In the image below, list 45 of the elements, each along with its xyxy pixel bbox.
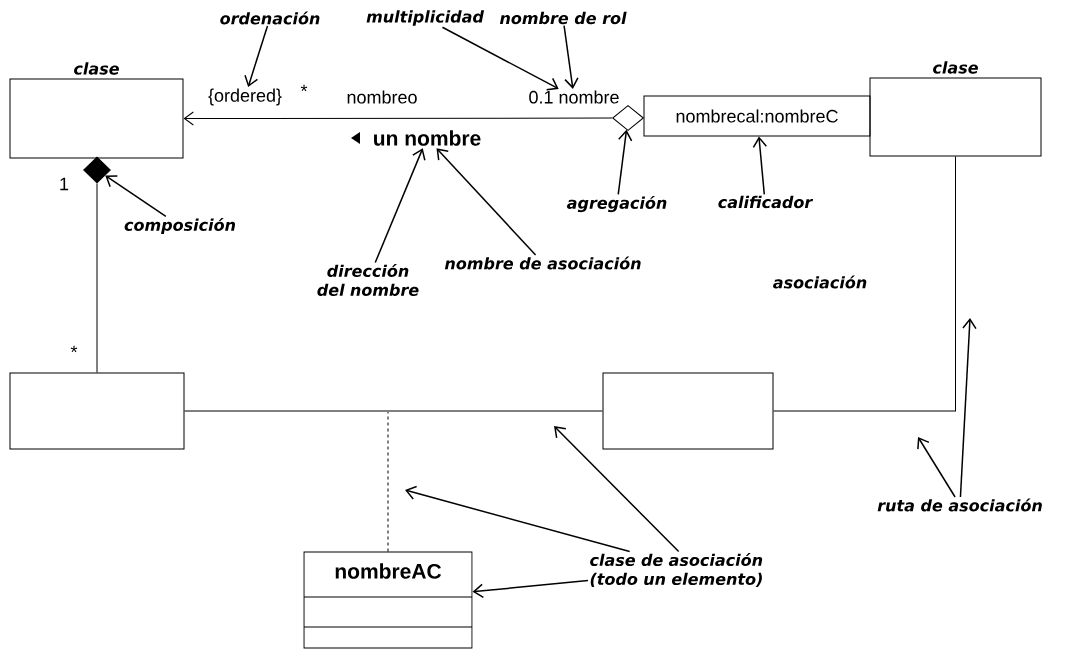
leader-arrow <box>436 148 537 256</box>
leader-arrow <box>554 426 680 553</box>
annotation-text: calificador <box>718 195 814 209</box>
role-name: nombreo <box>347 90 417 104</box>
leader-arrow <box>441 26 559 91</box>
composition-line <box>96 183 98 373</box>
leader-arrow <box>244 25 269 88</box>
annotation-text: multiplicidad <box>366 10 485 26</box>
role-name: 0.1 nombre <box>529 90 619 104</box>
multiplicity-label: * <box>300 84 308 92</box>
annotation-text: composición <box>124 217 236 235</box>
navigable-association-arrow <box>183 111 613 126</box>
node-label: clase <box>933 61 978 74</box>
composition-diamond <box>83 156 111 184</box>
leader-arrow <box>563 24 579 89</box>
leader-arrow <box>405 485 631 553</box>
association-class-line <box>387 411 389 552</box>
annotation-text: ruta de asociación <box>877 498 1042 512</box>
leader-arrow <box>917 437 956 498</box>
association-class-box: nombreAC <box>303 551 473 649</box>
annotation-text: dirección del nombre <box>317 264 419 296</box>
leader-arrow <box>105 175 167 218</box>
annotation-text: ordenación <box>220 11 320 25</box>
multiplicity-label: * <box>70 345 78 353</box>
leader-arrow <box>472 579 589 599</box>
leader-arrow <box>959 318 977 498</box>
association-line <box>184 410 603 412</box>
class-box: clase <box>9 62 184 159</box>
association-line <box>773 156 956 412</box>
leader-arrow <box>374 148 426 264</box>
annotation-text: asociación <box>773 275 867 289</box>
leader-arrow <box>617 129 633 196</box>
class-box <box>9 372 185 450</box>
annotation-text: nombre de asociación <box>444 256 641 270</box>
aggregation-diamond <box>612 105 644 131</box>
class-box <box>602 372 774 450</box>
association-name: un nombre <box>351 130 481 146</box>
annotation-text: agregación <box>567 195 667 213</box>
multiplicity-label: 1 <box>60 177 69 191</box>
node-label: clase <box>74 62 119 75</box>
class-box: clase <box>869 61 1042 157</box>
constraint-label: {ordered} <box>208 88 282 106</box>
leader-arrow <box>752 136 768 196</box>
annotation-text: nombre de rol <box>499 11 627 25</box>
annotation-text: clase de asociación (todo un elemento) <box>590 553 763 587</box>
